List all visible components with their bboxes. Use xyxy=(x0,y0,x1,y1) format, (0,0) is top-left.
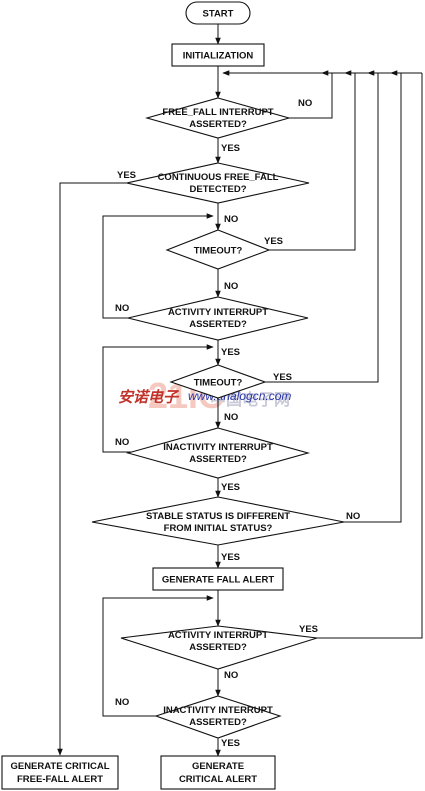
stable-status-decision: STABLE STATUS IS DIFFERENT FROM INITIAL … xyxy=(91,496,345,546)
activity-decision-2: ACTIVITY INTERRUPT ASSERTED? xyxy=(120,625,318,670)
edge-label-inactivity1-yes: YES xyxy=(221,482,240,493)
svg-text:FREE-FALL ALERT: FREE-FALL ALERT xyxy=(17,774,103,785)
svg-text:ACTIVITY INTERRUPT: ACTIVITY INTERRUPT xyxy=(168,630,268,641)
svg-text:STABLE STATUS IS DIFFERENT: STABLE STATUS IS DIFFERENT xyxy=(146,511,290,522)
svg-text:ASSERTED?: ASSERTED? xyxy=(189,454,247,465)
edge-label-inactivity2-no: NO xyxy=(115,697,129,708)
svg-text:INACTIVITY INTERRUPT: INACTIVITY INTERRUPT xyxy=(163,705,273,716)
edge-label-continuous-no: NO xyxy=(224,214,238,225)
start-label: START xyxy=(203,9,234,20)
edge-label-timeout2-yes: YES xyxy=(273,372,292,383)
fall-alert-node: GENERATE FALL ALERT xyxy=(152,567,284,591)
edge-label-timeout2-no: NO xyxy=(224,412,238,423)
edge-label-activity1-no: NO xyxy=(115,303,129,314)
edge-label-inactivity1-no: NO xyxy=(115,437,129,448)
timeout-decision-2: TIMEOUT? xyxy=(169,364,267,399)
edge-labels: NO YES YES NO YES NO NO YES YES NO NO YE… xyxy=(115,98,360,749)
fall-alert-label: GENERATE FALL ALERT xyxy=(162,575,274,586)
initialization-node: INITIALIZATION xyxy=(171,43,265,67)
edge-label-activity2-no: NO xyxy=(224,670,238,681)
timeout-decision-1: TIMEOUT? xyxy=(165,229,271,270)
svg-text:ASSERTED?: ASSERTED? xyxy=(189,642,247,653)
svg-text:DETECTED?: DETECTED? xyxy=(190,184,247,195)
inactivity-decision-2: INACTIVITY INTERRUPT ASSERTED? xyxy=(154,695,282,739)
edge-label-stable-no: NO xyxy=(346,511,360,522)
edge-label-timeout1-no: NO xyxy=(224,281,238,292)
edge-label-timeout1-yes: YES xyxy=(264,236,283,247)
continuous-freefall-decision: CONTINUOUS FREE_FALL DETECTED? xyxy=(126,162,310,204)
svg-text:GENERATE CRITICAL: GENERATE CRITICAL xyxy=(10,761,109,772)
edge-label-inactivity2-yes: YES xyxy=(221,738,240,749)
initialization-label: INITIALIZATION xyxy=(183,51,254,62)
svg-text:GENERATE: GENERATE xyxy=(192,761,244,772)
svg-text:CONTINUOUS FREE_FALL: CONTINUOUS FREE_FALL xyxy=(158,172,279,183)
edge-label-activity1-yes: YES xyxy=(221,347,240,358)
critical-alert-node: GENERATE CRITICAL ALERT xyxy=(160,755,276,790)
svg-text:TIMEOUT?: TIMEOUT? xyxy=(194,246,243,257)
svg-text:INACTIVITY INTERRUPT: INACTIVITY INTERRUPT xyxy=(163,442,273,453)
edge-label-activity2-yes: YES xyxy=(299,624,318,635)
svg-text:FROM INITIAL STATUS?: FROM INITIAL STATUS? xyxy=(164,523,273,534)
activity-decision-1: ACTIVITY INTERRUPT ASSERTED? xyxy=(127,296,309,341)
freefall-decision: FREE_FALL INTERRUPT ASSERTED? xyxy=(144,97,292,139)
edge-label-freefall-no: NO xyxy=(298,98,312,109)
svg-text:ASSERTED?: ASSERTED? xyxy=(189,319,247,330)
start-node: START xyxy=(185,1,251,25)
svg-text:CRITICAL ALERT: CRITICAL ALERT xyxy=(179,774,257,785)
svg-text:ASSERTED?: ASSERTED? xyxy=(189,717,247,728)
svg-text:TIMEOUT?: TIMEOUT? xyxy=(194,378,243,389)
critical-freefall-alert-node: GENERATE CRITICAL FREE-FALL ALERT xyxy=(1,755,119,790)
inactivity-decision-1: INACTIVITY INTERRUPT ASSERTED? xyxy=(125,427,311,479)
svg-text:ASSERTED?: ASSERTED? xyxy=(189,119,247,130)
edge-label-continuous-yes: YES xyxy=(117,170,136,181)
watermark-chinese-right: 中国电子网 xyxy=(210,390,290,409)
connectors xyxy=(57,24,423,757)
watermark-chinese-left: 安诺电子 xyxy=(118,388,180,406)
svg-text:FREE_FALL INTERRUPT: FREE_FALL INTERRUPT xyxy=(162,107,273,118)
svg-text:ACTIVITY INTERRUPT: ACTIVITY INTERRUPT xyxy=(168,307,268,318)
edge-label-stable-yes: YES xyxy=(221,552,240,563)
edge-label-freefall-yes: YES xyxy=(221,143,240,154)
